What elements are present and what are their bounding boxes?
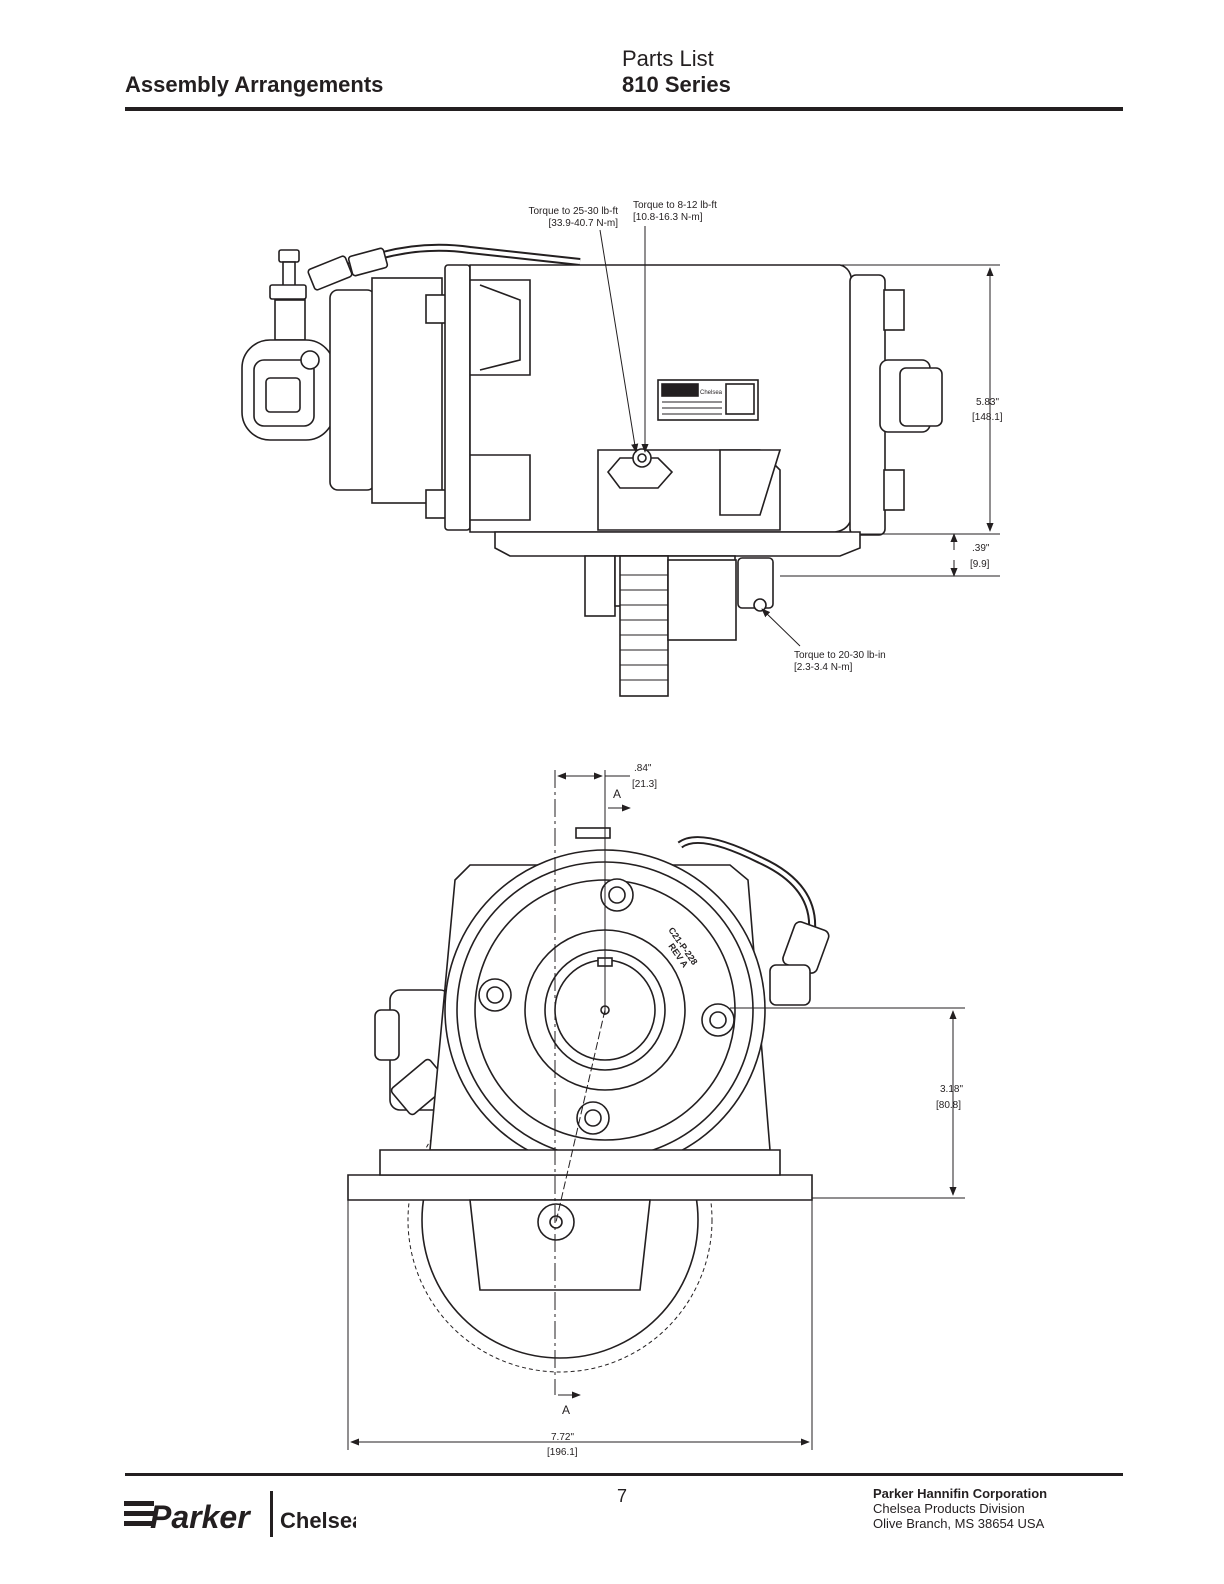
dim-flange-mm: [9.9] xyxy=(970,559,990,570)
document-title: Parts List xyxy=(622,46,714,71)
dim-height-in: 5.83" xyxy=(976,397,999,408)
company-block: Parker Hannifin Corporation Chelsea Prod… xyxy=(873,1486,1047,1531)
callout-torque-2-line1: Torque to 8-12 lb-ft xyxy=(633,200,717,211)
dim-offset-mm: [21.3] xyxy=(632,779,657,790)
page-number: 7 xyxy=(617,1486,628,1506)
series-title: 810 Series xyxy=(622,72,731,97)
footer-rule xyxy=(125,1473,1123,1476)
section-label-top: A xyxy=(613,787,621,801)
callout-torque-3-line2: [2.3-3.4 N-m] xyxy=(794,662,853,673)
company-name: Parker Hannifin Corporation xyxy=(873,1486,1048,1501)
callout-torque-3-line1: Torque to 20-30 lb-in xyxy=(794,650,886,661)
dim-width-in: 7.72" xyxy=(551,1432,574,1443)
logo-division-text: Chelsea xyxy=(280,1508,356,1533)
section-title: Assembly Arrangements xyxy=(125,72,384,97)
callout-torque-1-line1: Torque to 25-30 lb-ft xyxy=(529,206,619,217)
company-address: Olive Branch, MS 38654 USA xyxy=(873,1516,1045,1531)
callout-torque-2-line2: [10.8-16.3 N-m] xyxy=(633,212,703,223)
dim-height-mm: [148.1] xyxy=(972,412,1003,423)
top-view-drawing: Parker Chelsea xyxy=(241,243,943,697)
dim-offset-in: .84" xyxy=(634,763,652,774)
dim-center-in: 3.18" xyxy=(940,1084,963,1095)
front-view-drawing xyxy=(347,827,830,1373)
nameplate-division: Chelsea xyxy=(700,390,723,396)
top-view-dimensions xyxy=(599,226,1000,647)
dim-center-mm: [80.8] xyxy=(936,1100,961,1111)
company-division: Chelsea Products Division xyxy=(873,1501,1025,1516)
section-label-bottom: A xyxy=(562,1403,570,1417)
nameplate-brand: Parker xyxy=(664,386,693,396)
callout-torque-1-line2: [33.9-40.7 N-m] xyxy=(549,218,619,229)
front-view-dimensions xyxy=(347,770,965,1450)
header-rule xyxy=(125,107,1123,111)
dim-flange-in: .39" xyxy=(972,543,990,554)
parker-chelsea-logo: Parker Chelsea xyxy=(124,1491,356,1537)
logo-brand-text: Parker xyxy=(150,1499,251,1535)
dim-width-mm: [196.1] xyxy=(547,1447,578,1458)
